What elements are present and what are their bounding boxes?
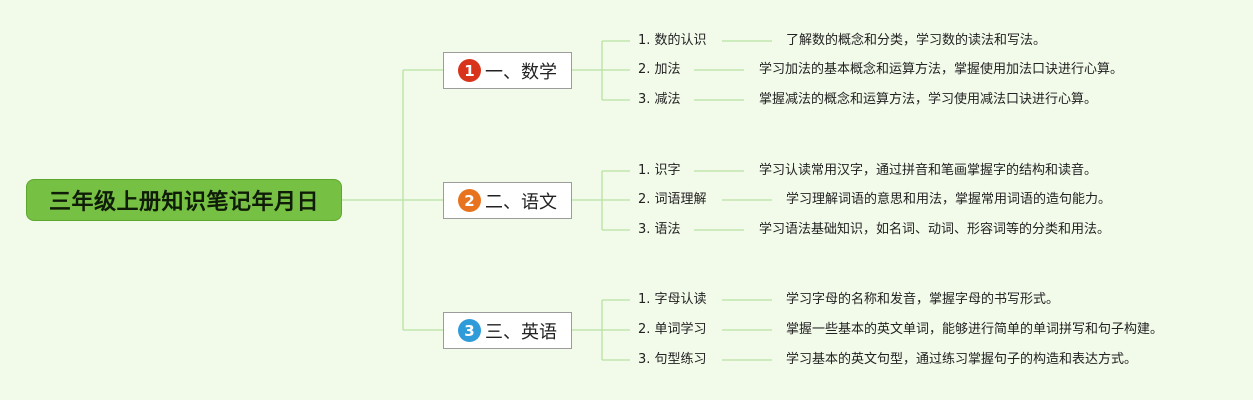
branch-chinese[interactable]: 2 二、语文	[443, 182, 572, 219]
subtopic-english-2[interactable]: 2. 单词学习	[638, 322, 707, 337]
subtopic-chinese-1[interactable]: 1. 识字	[638, 163, 681, 178]
description-english-2[interactable]: 掌握一些基本的英文单词，能够进行简单的单词拼写和句子构建。	[786, 322, 1164, 337]
branch-label: 一、数学	[485, 61, 557, 83]
subtopic-chinese-3[interactable]: 3. 语法	[638, 222, 681, 237]
subtopic-chinese-2[interactable]: 2. 词语理解	[638, 192, 707, 207]
description-english-1[interactable]: 学习字母的名称和发音，掌握字母的书写形式。	[786, 292, 1060, 307]
branch-label: 二、语文	[485, 191, 557, 213]
description-math-1[interactable]: 了解数的概念和分类，学习数的读法和写法。	[786, 33, 1047, 48]
subtopic-math-2[interactable]: 2. 加法	[638, 62, 681, 77]
branch-english[interactable]: 3 三、英语	[443, 312, 572, 349]
number-badge-icon: 2	[458, 189, 481, 212]
description-chinese-1[interactable]: 学习认读常用汉字，通过拼音和笔画掌握字的结构和读音。	[759, 163, 1098, 178]
description-english-3[interactable]: 学习基本的英文句型，通过练习掌握句子的构造和表达方式。	[786, 352, 1138, 367]
subtopic-math-1[interactable]: 1. 数的认识	[638, 33, 707, 48]
description-math-2[interactable]: 学习加法的基本概念和运算方法，掌握使用加法口诀进行心算。	[759, 62, 1124, 77]
branch-math[interactable]: 1 一、数学	[443, 52, 572, 89]
number-badge-icon: 1	[458, 59, 481, 82]
root-topic-label: 三年级上册知识笔记年月日	[48, 190, 319, 215]
number-badge-icon: 3	[458, 319, 481, 342]
description-chinese-3[interactable]: 学习语法基础知识，如名词、动词、形容词等的分类和用法。	[759, 222, 1111, 237]
subtopic-english-3[interactable]: 3. 句型练习	[638, 352, 707, 367]
description-math-3[interactable]: 掌握减法的概念和运算方法，学习使用减法口诀进行心算。	[759, 92, 1098, 107]
description-chinese-2[interactable]: 学习理解词语的意思和用法，掌握常用词语的造句能力。	[786, 192, 1112, 207]
root-topic[interactable]: 三年级上册知识笔记年月日	[26, 179, 342, 221]
subtopic-english-1[interactable]: 1. 字母认读	[638, 292, 707, 307]
branch-label: 三、英语	[485, 321, 557, 343]
subtopic-math-3[interactable]: 3. 减法	[638, 92, 681, 107]
